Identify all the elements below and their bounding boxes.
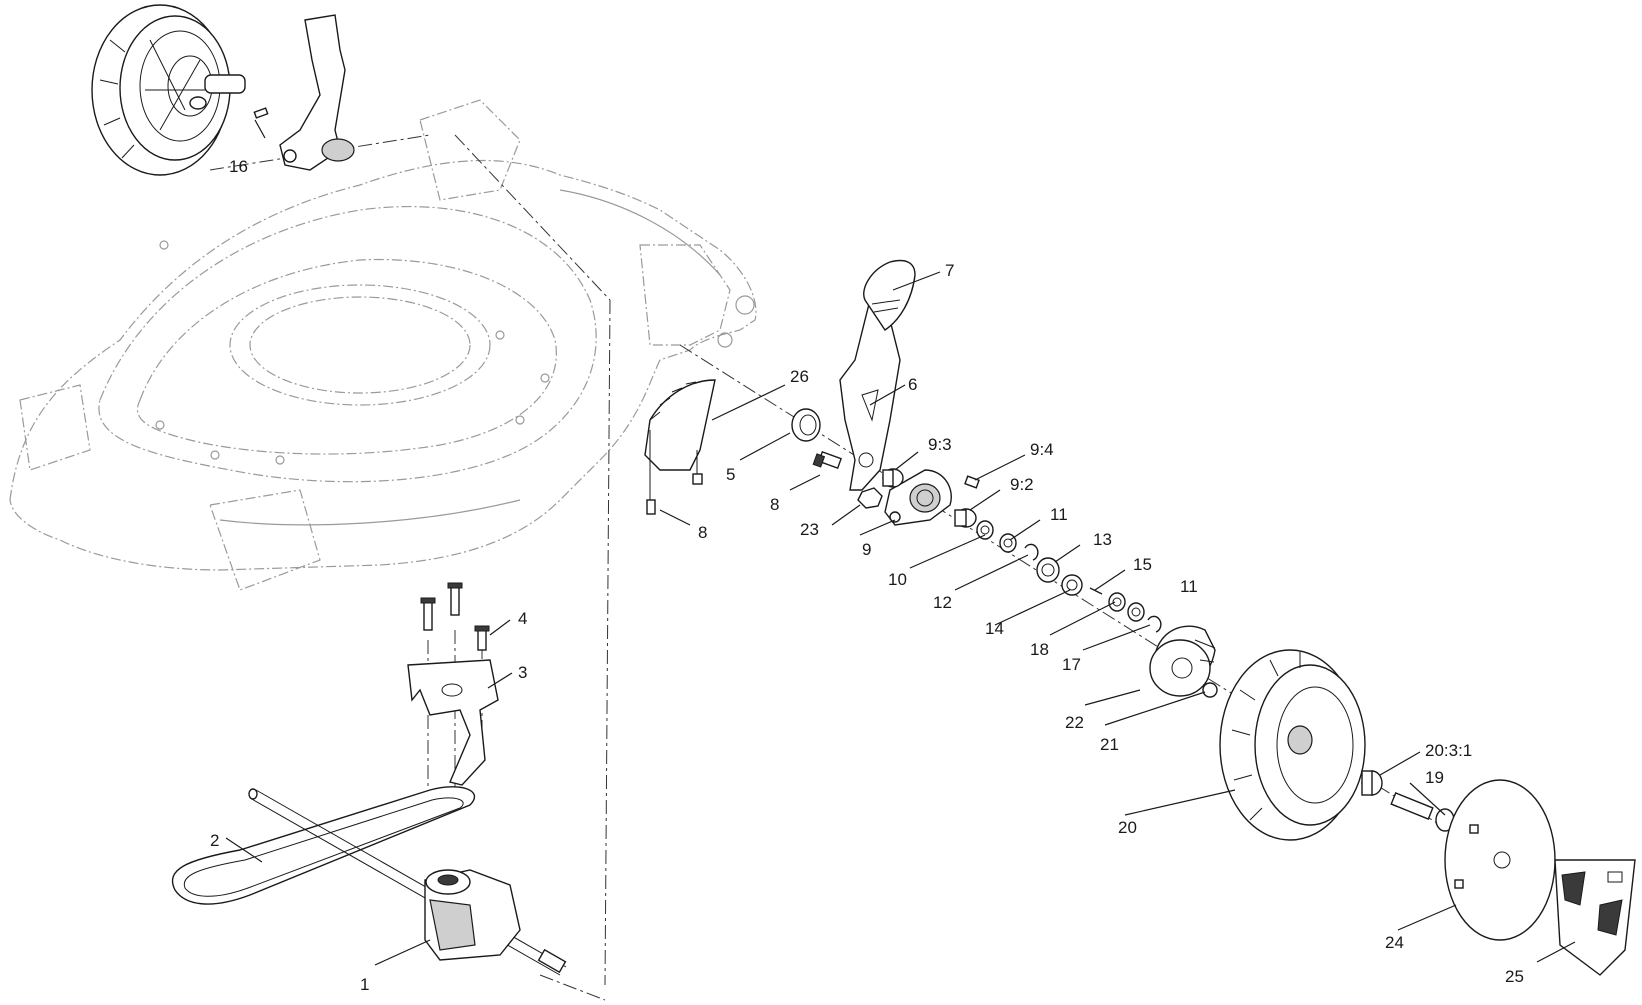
hub-washer xyxy=(1202,682,1218,698)
callout-9-4: 9:4 xyxy=(1030,440,1054,459)
callout-11-upper: 11 xyxy=(1050,505,1068,524)
callout-24: 24 xyxy=(1385,933,1404,952)
height-adjust-lever xyxy=(839,299,901,491)
callout-20: 20 xyxy=(1118,818,1137,837)
callout-labels: 1 2 3 4 5 6 7 8 8 9 9:2 9:3 9:4 10 11 11… xyxy=(210,157,1524,994)
callout-13: 13 xyxy=(1093,530,1112,549)
callout-8-lower: 8 xyxy=(698,523,707,542)
drive-hub xyxy=(1149,625,1216,697)
callout-20-3-1: 20:3:1 xyxy=(1425,741,1472,760)
callout-3: 3 xyxy=(518,663,527,682)
bracket-spacer xyxy=(882,468,904,488)
callout-8-upper: 8 xyxy=(770,495,779,514)
callout-18: 18 xyxy=(1030,640,1049,659)
lever-grip xyxy=(863,259,916,331)
callout-15: 15 xyxy=(1133,555,1152,574)
callout-7: 7 xyxy=(945,261,954,280)
callout-19: 19 xyxy=(1425,768,1444,787)
wheel xyxy=(1219,649,1366,841)
height-index-plate xyxy=(644,379,716,515)
transmission xyxy=(248,788,567,976)
callout-21: 21 xyxy=(1100,735,1119,754)
callout-23: 23 xyxy=(800,520,819,539)
callout-14: 14 xyxy=(985,619,1004,638)
wheel-cover-plate xyxy=(1444,779,1556,941)
hex-nut xyxy=(857,487,883,509)
bracket-bushing xyxy=(954,508,977,528)
bolt xyxy=(812,450,843,470)
screw xyxy=(420,582,490,651)
mower-deck-outline xyxy=(9,99,757,591)
callout-11-lower: 11 xyxy=(1180,577,1198,596)
callout-4: 4 xyxy=(518,609,527,628)
callout-2: 2 xyxy=(210,831,219,850)
hubcap xyxy=(1554,859,1636,976)
shoulder-bolt xyxy=(1390,792,1455,832)
leader-lines xyxy=(225,119,1576,966)
callout-10: 10 xyxy=(888,570,907,589)
callout-1: 1 xyxy=(360,975,369,994)
bushing xyxy=(791,408,821,442)
callout-17: 17 xyxy=(1062,655,1081,674)
assembly-center-lines xyxy=(209,134,1441,1001)
grease-fitting xyxy=(964,475,980,489)
callout-22: 22 xyxy=(1065,713,1084,732)
callout-25: 25 xyxy=(1505,967,1524,986)
washer-stack xyxy=(976,520,1162,633)
callout-16: 16 xyxy=(229,157,248,176)
callout-9-2: 9:2 xyxy=(1010,475,1034,494)
wheel-bearing xyxy=(1361,770,1383,796)
drive-belt xyxy=(171,786,476,905)
callout-9-3: 9:3 xyxy=(928,435,952,454)
callout-12: 12 xyxy=(933,593,952,612)
callout-9: 9 xyxy=(862,540,871,559)
callout-26: 26 xyxy=(790,367,809,386)
transmission-bracket xyxy=(407,659,499,786)
rear-wheel-assembly-detail xyxy=(91,4,355,176)
callout-6: 6 xyxy=(908,375,917,394)
callout-5: 5 xyxy=(726,465,735,484)
